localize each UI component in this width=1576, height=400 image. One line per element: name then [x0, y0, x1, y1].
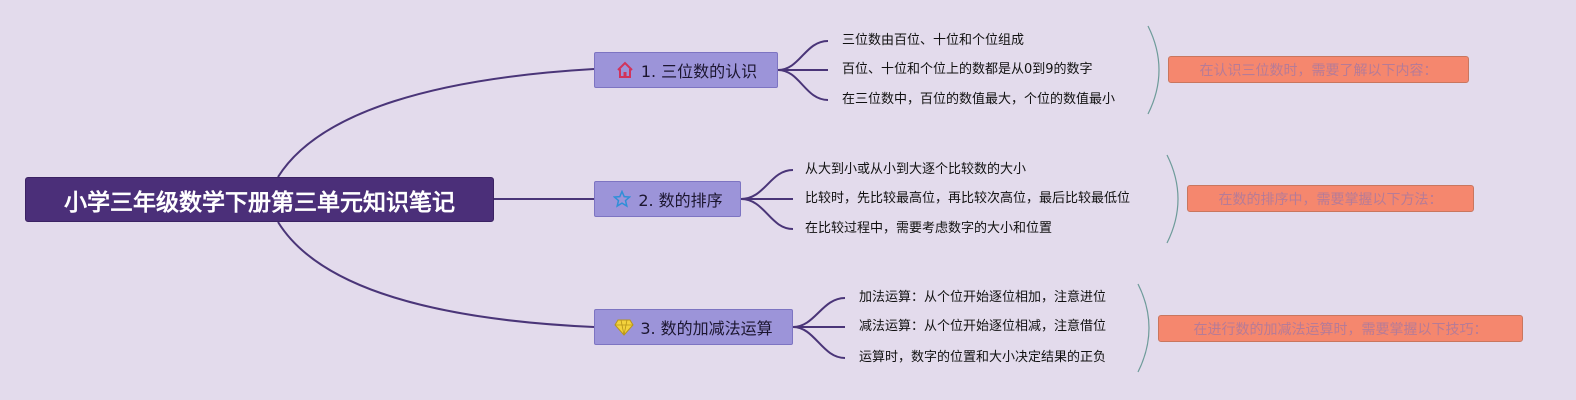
summary-bracket-3	[1137, 283, 1150, 373]
star-icon	[612, 189, 632, 209]
connector-b1-leaf-1	[777, 40, 829, 71]
connector-root-branch-3	[277, 221, 595, 328]
leaf-item: 减法运算：从个位开始逐位相减，注意借位	[859, 319, 1107, 334]
summary-note[interactable]: 在进行数的加减法运算时，需要掌握以下技巧：	[1158, 315, 1523, 342]
connector-b2-leaf-3	[740, 198, 794, 230]
leaf-item: 三位数由百位、十位和个位组成	[842, 33, 1025, 48]
connector-root-branch-1	[277, 68, 595, 178]
summary-bracket-1	[1147, 25, 1160, 115]
root-title: 小学三年级数学下册第三单元知识笔记	[64, 189, 455, 216]
leaf-item: 从大到小或从小到大逐个比较数的大小	[805, 162, 1027, 177]
house-icon	[615, 60, 635, 80]
connector-b3-leaf-3	[792, 326, 846, 359]
summary-note[interactable]: 在认识三位数时，需要了解以下内容：	[1168, 56, 1469, 83]
leaf-item: 运算时，数字的位置和大小决定结果的正负	[859, 350, 1107, 365]
connector-b2-leaf-1	[740, 169, 794, 200]
leaf-item: 百位、十位和个位上的数都是从0到9的数字	[842, 62, 1093, 77]
branch-number-ordering[interactable]: 2. 数的排序	[594, 181, 741, 217]
branch-three-digit-numbers[interactable]: 1. 三位数的认识	[594, 52, 778, 88]
connector-b1-leaf-3	[777, 69, 829, 101]
root-topic[interactable]: 小学三年级数学下册第三单元知识笔记	[25, 177, 494, 222]
branch-label: 2. 数的排序	[638, 191, 723, 210]
leaf-item: 加法运算：从个位开始逐位相加，注意进位	[859, 290, 1107, 305]
connector-b3-leaf-1	[792, 297, 846, 328]
branch-label: 1. 三位数的认识	[640, 62, 758, 81]
summary-bracket-2	[1166, 154, 1179, 244]
leaf-item: 比较时，先比较最高位，再比较次高位，最后比较最低位	[805, 191, 1131, 206]
branch-label: 3. 数的加减法运算	[640, 319, 773, 338]
diamond-icon	[614, 317, 634, 337]
leaf-item: 在三位数中，百位的数值最大，个位的数值最小	[842, 92, 1116, 107]
branch-addition-subtraction[interactable]: 3. 数的加减法运算	[594, 309, 793, 345]
leaf-item: 在比较过程中，需要考虑数字的大小和位置	[805, 221, 1053, 236]
summary-note[interactable]: 在数的排序中，需要掌握以下方法：	[1187, 185, 1474, 212]
